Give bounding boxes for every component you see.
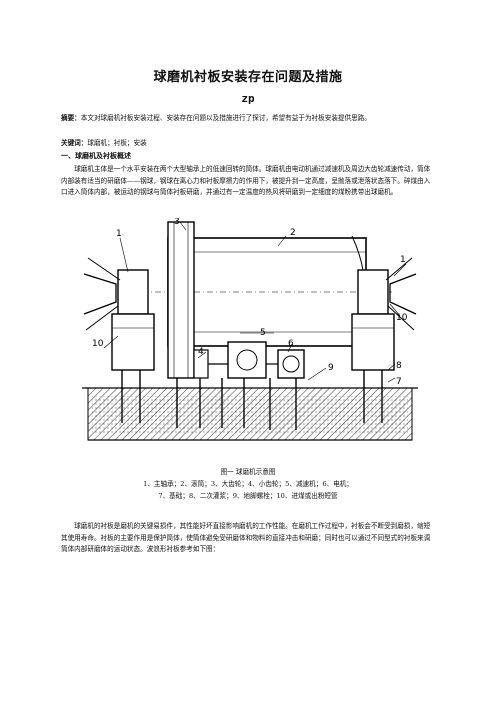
label-10: 10 xyxy=(396,313,408,323)
label-4: 4 xyxy=(198,347,204,357)
diagram-labels: 1 2 3 4 5 6 7 8 9 10 1 10 xyxy=(92,218,408,387)
label-6: 6 xyxy=(288,339,294,349)
section-heading: 一、球磨机及衬板概述 xyxy=(61,152,131,160)
ball-mill-diagram: 1 2 3 4 5 6 7 8 9 10 1 10 xyxy=(82,218,418,441)
document-title: 球磨机衬板安装存在问题及措施 xyxy=(153,70,343,85)
reducer xyxy=(227,341,267,379)
abstract-text: 本文对球磨机衬板安装过程、安装存在问题以及措施进行了探讨，希望有益于为衬板安装提… xyxy=(80,114,371,122)
leader-lines xyxy=(103,221,407,383)
abstract-label: 摘要： xyxy=(61,114,81,122)
left-inlet-pipe xyxy=(83,257,121,331)
label-1-right: 1 xyxy=(400,255,406,265)
keywords: 关键词：球磨机；衬板；安装 xyxy=(61,138,434,150)
keywords-label: 关键词： xyxy=(61,139,88,147)
drum xyxy=(142,235,392,349)
foundation xyxy=(82,387,418,441)
figure-legend-line-2: 7、基础；8、二次灌浆；9、地脚螺栓；10、进煤或出粉短管 xyxy=(158,492,338,500)
label-5: 5 xyxy=(260,328,266,338)
label-3: 3 xyxy=(174,218,180,227)
motor xyxy=(208,349,305,379)
figure-caption: 图一 球磨机示意图 xyxy=(220,468,276,476)
label-9: 9 xyxy=(328,363,334,373)
label-8: 8 xyxy=(396,361,402,371)
right-main-bearing xyxy=(351,269,395,371)
keywords-text: 球磨机；衬板；安装 xyxy=(87,139,147,147)
label-1: 1 xyxy=(116,229,122,239)
left-main-bearing xyxy=(111,269,155,371)
author: zp xyxy=(241,92,255,105)
anchor-bolts xyxy=(121,368,383,430)
figure-legend-line-1: 1、主轴承；2、滚筒；3、大齿轮；4、小齿轮；5、减速机；6、电机； xyxy=(143,480,353,488)
right-outlet-pipe xyxy=(385,257,417,331)
label-2: 2 xyxy=(290,228,296,238)
liner-paragraph: 球磨机的衬板是磨机的关键易损件，其性能好坏直接影响磨机的工作性能。在磨机工作过程… xyxy=(61,522,431,554)
abstract: 摘要：本文对球磨机衬板安装过程、安装存在问题以及措施进行了探讨，希望有益于为衬板… xyxy=(61,113,434,125)
label-10-left: 10 xyxy=(92,339,104,349)
label-7: 7 xyxy=(396,377,402,387)
large-gear xyxy=(167,221,195,379)
section-paragraph: 球磨机主体是一个水平安装在两个大型轴承上的低速回转的筒体。球磨机由电动机通过减速… xyxy=(61,165,431,197)
